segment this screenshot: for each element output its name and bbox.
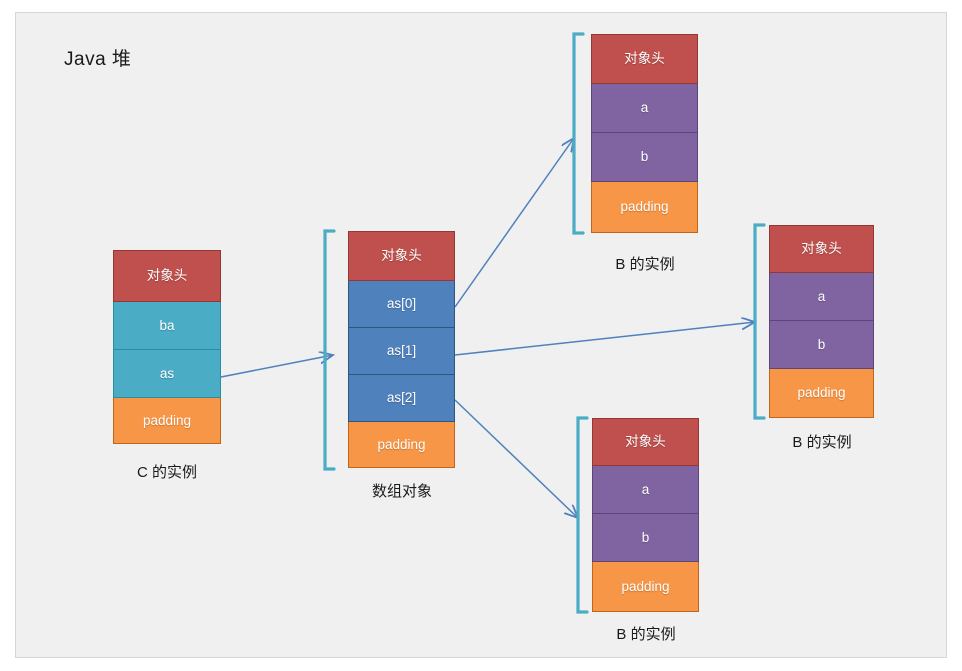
bracket-b-instance-top <box>572 32 585 235</box>
field-a: a <box>592 466 699 514</box>
caption-c-instance: C 的实例 <box>136 464 197 481</box>
field-padding: padding <box>591 182 698 233</box>
field-as-0: as[0] <box>348 281 455 328</box>
field-b: b <box>769 321 874 369</box>
heap-title: Java 堆 <box>64 49 132 70</box>
field-padding: padding <box>348 422 455 468</box>
arrow-as-to-array <box>220 355 333 378</box>
arrow-as0-to-b-top <box>454 138 574 308</box>
object-block-b-instance-top[interactable]: 对象头 a b padding <box>591 34 698 233</box>
arrow-as1-to-b-right <box>454 322 755 356</box>
field-a: a <box>769 273 874 321</box>
object-block-b-instance-bottom[interactable]: 对象头 a b padding <box>592 418 699 612</box>
field-object-header: 对象头 <box>113 250 221 302</box>
field-as: as <box>113 350 221 398</box>
object-block-c-instance[interactable]: 对象头 ba as padding <box>113 250 221 444</box>
caption-b-instance-right: B 的实例 <box>792 434 852 451</box>
caption-b-instance-bottom: B 的实例 <box>616 626 676 643</box>
field-a: a <box>591 84 698 133</box>
caption-b-instance-top: B 的实例 <box>615 256 675 273</box>
field-padding: padding <box>113 398 221 444</box>
field-b: b <box>592 514 699 562</box>
field-as-1: as[1] <box>348 328 455 375</box>
field-padding: padding <box>769 369 874 418</box>
arrow-as2-to-b-bottom <box>454 399 578 518</box>
caption-array-object: 数组对象 <box>371 483 432 500</box>
field-b: b <box>591 133 698 182</box>
bracket-b-instance-right <box>753 223 766 420</box>
field-padding: padding <box>592 562 699 612</box>
field-ba: ba <box>113 302 221 350</box>
field-as-2: as[2] <box>348 375 455 422</box>
field-object-header: 对象头 <box>348 231 455 281</box>
bracket-b-instance-bottom <box>576 416 589 614</box>
field-object-header: 对象头 <box>591 34 698 84</box>
field-object-header: 对象头 <box>769 225 874 273</box>
field-object-header: 对象头 <box>592 418 699 466</box>
bracket-array-object <box>323 229 336 471</box>
object-block-array-object[interactable]: 对象头 as[0] as[1] as[2] padding <box>348 231 455 468</box>
object-block-b-instance-right[interactable]: 对象头 a b padding <box>769 225 874 418</box>
